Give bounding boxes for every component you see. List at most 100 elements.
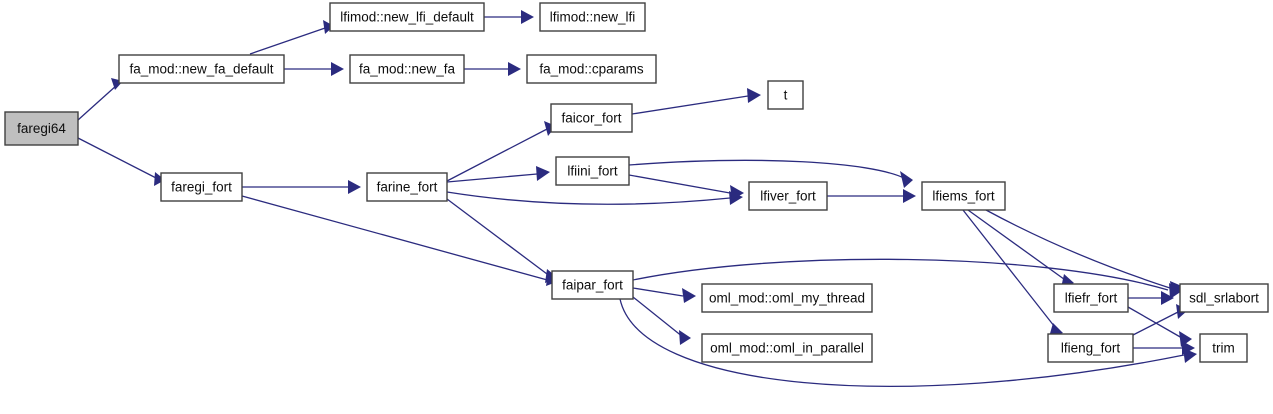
node-box[interactable]	[1053, 283, 1129, 313]
edge-line	[628, 159, 905, 179]
node-box[interactable]	[526, 54, 657, 84]
edge-line	[632, 258, 1169, 291]
node-box[interactable]	[160, 172, 243, 202]
edge-faregi64-to-faregi_fort	[77, 137, 165, 186]
node-label: oml_mod::oml_in_parallel	[710, 341, 864, 356]
node-lfimod_new_lfi_default[interactable]: lfimod::new_lfi_default	[329, 2, 485, 32]
edge-faregi_fort-to-faipar_fort	[241, 195, 559, 286]
arrowhead-icon	[900, 171, 913, 188]
edge-lfiini_fort-to-lfiver_fort	[628, 174, 744, 200]
edge-line	[632, 296, 684, 338]
node-label: fa_mod::new_fa	[359, 62, 456, 77]
arrowhead-icon	[747, 88, 761, 103]
node-label: faregi64	[17, 121, 66, 136]
edge-lfiems_fort-to-lfiefr_fort	[967, 209, 1074, 288]
node-farine_fort[interactable]: farine_fort	[366, 172, 448, 202]
node-box[interactable]	[701, 283, 873, 313]
edge-line	[446, 173, 538, 183]
edge-faipar_fort-to-oml_in_parallel	[632, 296, 691, 345]
node-label: lfimod::new_lfi_default	[340, 10, 474, 25]
node-oml_my_thread[interactable]: oml_mod::oml_my_thread	[701, 283, 873, 313]
node-label: farine_fort	[377, 180, 438, 195]
node-box[interactable]	[1199, 333, 1248, 363]
edge-line	[628, 174, 731, 194]
node-sdl_srlabort[interactable]: sdl_srlabort	[1179, 283, 1269, 313]
node-box[interactable]	[366, 172, 448, 202]
edge-line	[446, 198, 552, 278]
node-lfiems_fort[interactable]: lfiems_fort	[921, 181, 1006, 211]
edge-lfiefr_fort-to-sdl_srlabort	[1128, 291, 1174, 305]
nodes-layer: faregi64 fa_mod::new_fa_default lfimod::ne…	[4, 2, 1269, 363]
edge-line	[985, 209, 1171, 289]
node-box[interactable]	[539, 2, 646, 32]
node-lfiver_fort[interactable]: lfiver_fort	[748, 181, 828, 211]
node-box[interactable]	[349, 54, 465, 84]
edge-fa_mod_new_fa-to-fa_mod_cparams	[464, 62, 521, 76]
node-box[interactable]	[921, 181, 1006, 211]
node-fa_mod_new_fa_default[interactable]: fa_mod::new_fa_default	[118, 54, 285, 84]
node-box[interactable]	[767, 80, 804, 110]
edge-line	[619, 298, 1185, 387]
edge-line	[446, 191, 731, 206]
node-lfiini_fort[interactable]: lfiini_fort	[555, 156, 630, 186]
node-lfieng_fort[interactable]: lfieng_fort	[1047, 333, 1134, 363]
node-label: oml_mod::oml_my_thread	[709, 291, 865, 306]
edge-line	[446, 127, 550, 182]
edge-lfiems_fort-to-sdl_srlabort	[985, 209, 1184, 296]
edge-line	[962, 209, 1059, 332]
node-t[interactable]: t	[767, 80, 804, 110]
node-faicor_fort[interactable]: faicor_fort	[550, 103, 633, 133]
node-box[interactable]	[4, 111, 79, 146]
edge-lfiini_fort-to-lfiems_fort	[628, 159, 913, 188]
node-label: lfiems_fort	[932, 189, 995, 204]
edge-lfiems_fort-to-lfieng_fort	[962, 209, 1063, 337]
node-label: lfiini_fort	[567, 164, 618, 179]
node-faregi64[interactable]: faregi64	[4, 111, 79, 146]
arrowhead-icon	[679, 330, 691, 345]
edges-layer	[77, 10, 1197, 387]
edge-line	[1132, 310, 1181, 336]
node-box[interactable]	[701, 333, 873, 363]
node-box[interactable]	[550, 103, 633, 133]
edge-line	[241, 195, 552, 282]
edge-line	[249, 26, 329, 55]
edge-faregi64-to-fa_mod_new_fa_default	[77, 78, 123, 121]
node-label: fa_mod::cparams	[539, 62, 644, 77]
node-fa_mod_cparams[interactable]: fa_mod::cparams	[526, 54, 657, 84]
arrowhead-icon	[348, 180, 361, 194]
arrowhead-icon	[331, 62, 344, 76]
node-box[interactable]	[329, 2, 485, 32]
node-lfimod_new_lfi[interactable]: lfimod::new_lfi	[539, 2, 646, 32]
edge-lfimod_new_lfi_default-to-lfimod_new_lfi	[484, 10, 534, 24]
edge-farine_fort-to-lfiini_fort	[446, 166, 550, 183]
node-label: lfimod::new_lfi	[550, 10, 636, 25]
node-faregi_fort[interactable]: faregi_fort	[160, 172, 243, 202]
edge-line	[631, 95, 749, 115]
node-box[interactable]	[1179, 283, 1269, 313]
arrowhead-icon	[1161, 291, 1174, 305]
node-label: lfiver_fort	[760, 189, 816, 204]
edge-fa_mod_new_fa_default-to-lfimod_new_lfi_default	[249, 20, 334, 55]
node-box[interactable]	[748, 181, 828, 211]
edge-line	[1127, 306, 1183, 339]
node-oml_in_parallel[interactable]: oml_mod::oml_in_parallel	[701, 333, 873, 363]
node-lfiefr_fort[interactable]: lfiefr_fort	[1053, 283, 1129, 313]
node-label: t	[784, 88, 788, 103]
arrowhead-icon	[323, 20, 334, 34]
node-label: fa_mod::new_fa_default	[129, 62, 273, 77]
arrowhead-icon	[536, 166, 550, 181]
node-box[interactable]	[555, 156, 630, 186]
edge-faipar_fort-to-oml_my_thread	[632, 287, 696, 303]
node-box[interactable]	[1047, 333, 1134, 363]
node-faipar_fort[interactable]: faipar_fort	[551, 270, 634, 300]
node-box[interactable]	[118, 54, 285, 84]
edge-farine_fort-to-lfiver_fort	[446, 191, 743, 206]
node-label: lfiefr_fort	[1065, 291, 1118, 306]
node-label: sdl_srlabort	[1189, 291, 1259, 306]
arrowhead-icon	[154, 172, 165, 186]
node-box[interactable]	[551, 270, 634, 300]
node-trim[interactable]: trim	[1199, 333, 1248, 363]
node-fa_mod_new_fa[interactable]: fa_mod::new_fa	[349, 54, 465, 84]
arrowhead-icon	[1183, 348, 1197, 363]
